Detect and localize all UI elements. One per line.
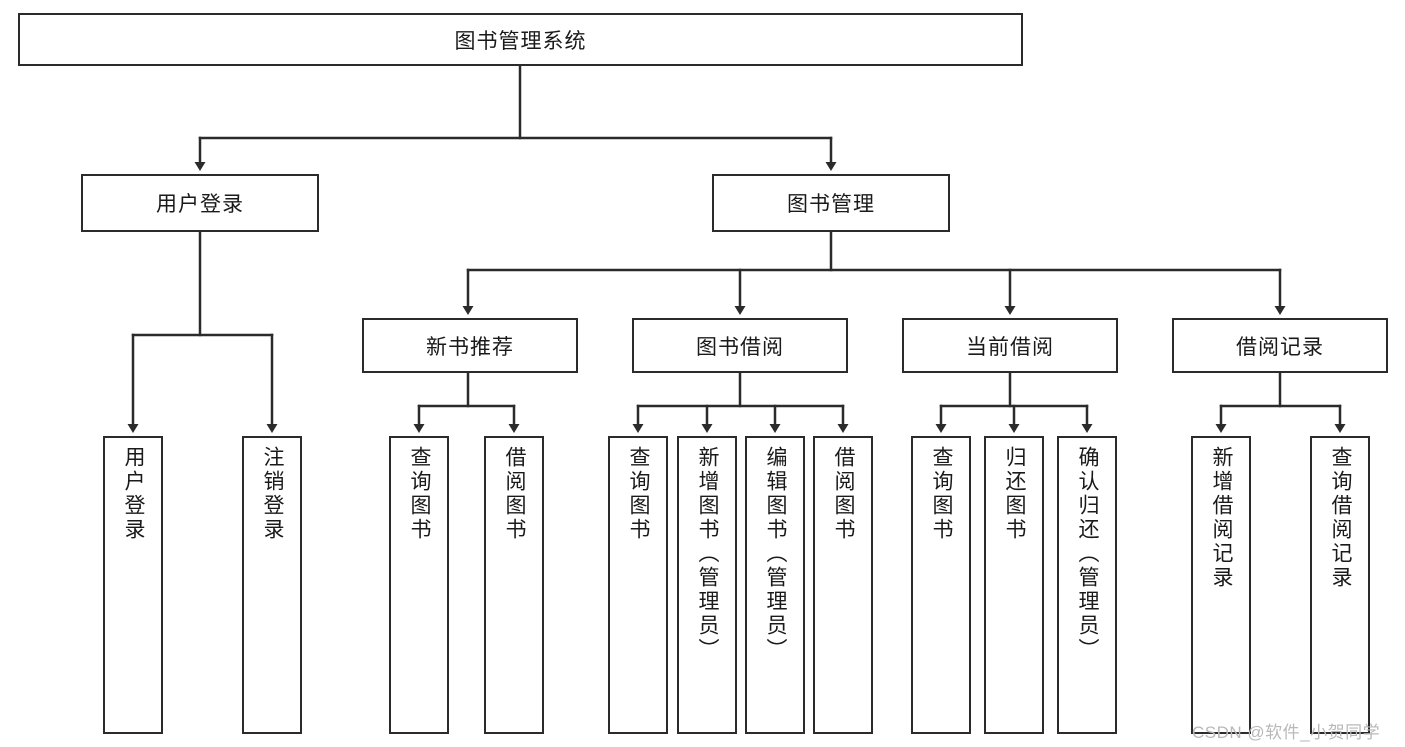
node-leaf-add-book[interactable]: 新增图书（管理员） bbox=[677, 436, 737, 734]
node-leaf-query-book-1-label: 查询图书 bbox=[408, 446, 432, 542]
node-new-book-recommend[interactable]: 新书推荐 bbox=[362, 318, 578, 373]
node-leaf-confirm-return[interactable]: 确认归还（管理员） bbox=[1057, 436, 1117, 734]
node-leaf-borrow-book-1-label: 借阅图书 bbox=[503, 446, 527, 542]
node-borrow-record[interactable]: 借阅记录 bbox=[1172, 318, 1388, 373]
node-current-borrow[interactable]: 当前借阅 bbox=[902, 318, 1118, 373]
node-root[interactable]: 图书管理系统 bbox=[18, 13, 1023, 66]
node-leaf-query-book-2[interactable]: 查询图书 bbox=[608, 436, 668, 734]
node-leaf-query-record[interactable]: 查询借阅记录 bbox=[1310, 436, 1370, 734]
node-leaf-confirm-return-label: 确认归还（管理员） bbox=[1076, 446, 1100, 662]
node-leaf-user-login-label: 用户登录 bbox=[122, 446, 146, 542]
node-leaf-user-login[interactable]: 用户登录 bbox=[103, 436, 163, 734]
node-new-book-recommend-label: 新书推荐 bbox=[426, 335, 514, 359]
node-leaf-query-book-3-label: 查询图书 bbox=[930, 446, 954, 542]
node-leaf-borrow-book-2-label: 借阅图书 bbox=[832, 446, 856, 542]
node-leaf-return-book-label: 归还图书 bbox=[1003, 446, 1027, 542]
node-leaf-add-book-label: 新增图书（管理员） bbox=[696, 446, 720, 662]
node-root-label: 图书管理系统 bbox=[454, 29, 587, 53]
node-borrow-record-label: 借阅记录 bbox=[1236, 335, 1324, 359]
node-leaf-edit-book-label: 编辑图书（管理员） bbox=[764, 446, 788, 662]
node-leaf-add-record[interactable]: 新增借阅记录 bbox=[1191, 436, 1251, 734]
node-book-manage-label: 图书管理 bbox=[787, 193, 875, 216]
node-leaf-user-logout[interactable]: 注销登录 bbox=[242, 436, 302, 734]
node-book-manage[interactable]: 图书管理 bbox=[712, 174, 950, 232]
node-leaf-query-book-1[interactable]: 查询图书 bbox=[389, 436, 449, 734]
node-user-login[interactable]: 用户登录 bbox=[81, 174, 319, 232]
node-user-login-label: 用户登录 bbox=[156, 193, 244, 216]
node-leaf-edit-book[interactable]: 编辑图书（管理员） bbox=[745, 436, 805, 734]
node-current-borrow-label: 当前借阅 bbox=[966, 335, 1054, 359]
watermark: CSDN @软件_小贺同学 bbox=[1192, 723, 1381, 742]
node-book-borrow-label: 图书借阅 bbox=[696, 335, 784, 359]
node-leaf-add-record-label: 新增借阅记录 bbox=[1210, 446, 1234, 590]
node-leaf-query-record-label: 查询借阅记录 bbox=[1329, 446, 1353, 590]
node-leaf-query-book-2-label: 查询图书 bbox=[627, 446, 651, 542]
node-book-borrow[interactable]: 图书借阅 bbox=[632, 318, 848, 373]
node-leaf-user-logout-label: 注销登录 bbox=[261, 446, 285, 542]
node-leaf-borrow-book-2[interactable]: 借阅图书 bbox=[813, 436, 873, 734]
node-leaf-return-book[interactable]: 归还图书 bbox=[984, 436, 1044, 734]
node-leaf-query-book-3[interactable]: 查询图书 bbox=[911, 436, 971, 734]
node-leaf-borrow-book-1[interactable]: 借阅图书 bbox=[484, 436, 544, 734]
